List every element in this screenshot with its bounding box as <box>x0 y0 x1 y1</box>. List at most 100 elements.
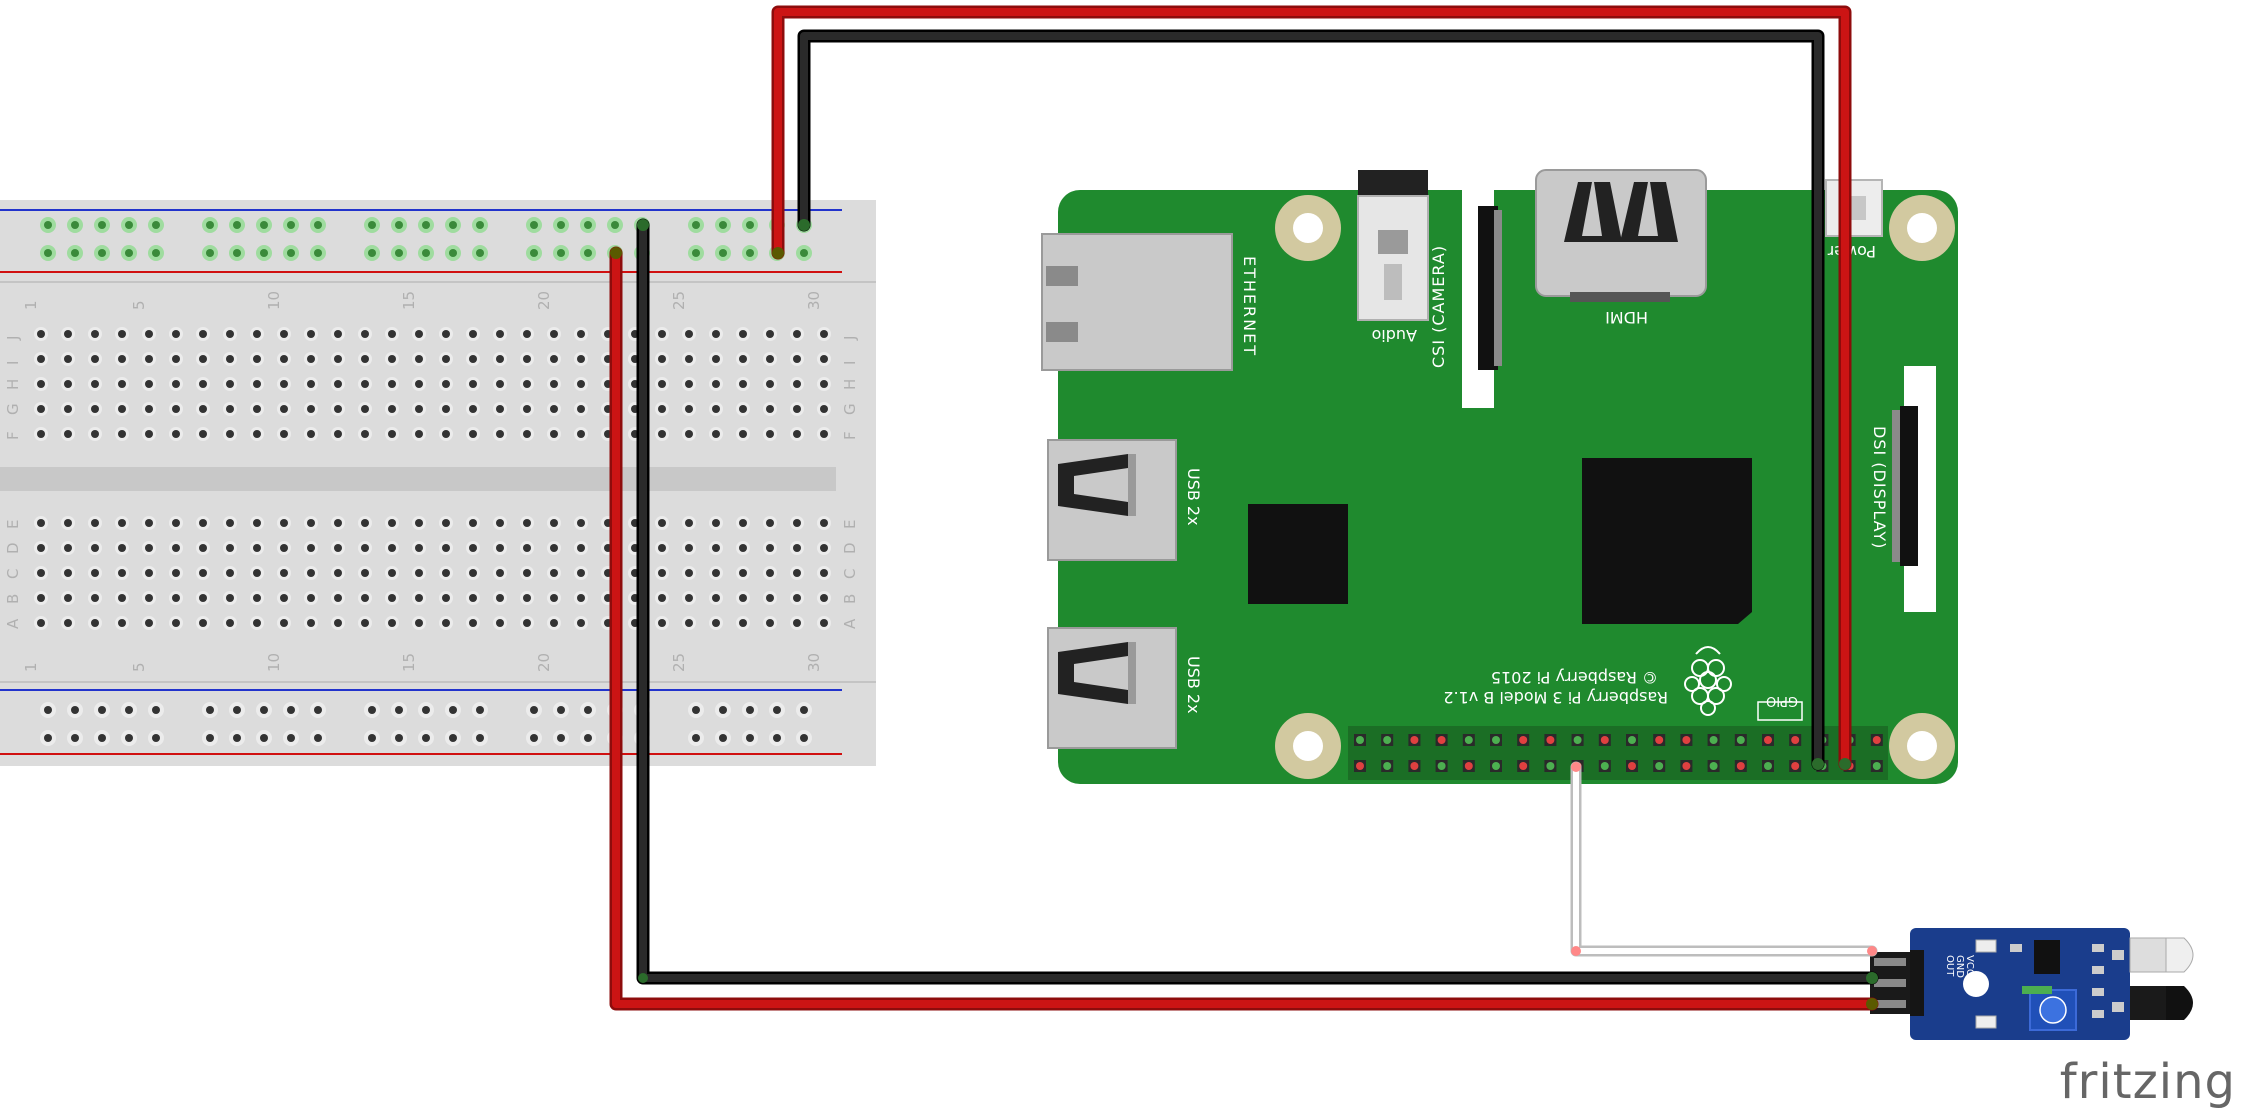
breadboard-hole <box>493 377 507 391</box>
breadboard-hole <box>385 352 399 366</box>
column-number-top: 20 <box>535 291 553 310</box>
column-number-bottom: 15 <box>400 653 418 672</box>
ir-sensor-module: OUT GND VCC <box>1870 928 2194 1040</box>
breadboard-hole <box>709 402 723 416</box>
breadboard-hole <box>34 327 48 341</box>
breadboard-hole <box>790 402 804 416</box>
breadboard-hole <box>169 516 183 530</box>
breadboard-hole <box>88 616 102 630</box>
rail-hole <box>553 730 569 746</box>
breadboard-hole <box>169 352 183 366</box>
breadboard-hole <box>169 566 183 580</box>
breadboard-hole <box>547 427 561 441</box>
breadboard-hole <box>34 566 48 580</box>
breadboard-hole <box>547 541 561 555</box>
row-letter-left: H <box>4 379 22 390</box>
breadboard-hole <box>817 402 831 416</box>
wire-gpio-to-sensor-out[interactable] <box>1570 761 1878 957</box>
breadboard-hole <box>304 616 318 630</box>
rail-hole <box>742 730 758 746</box>
gpio-header <box>1348 726 1888 780</box>
breadboard-hole <box>223 377 237 391</box>
breadboard-hole <box>223 616 237 630</box>
breadboard-hole <box>547 616 561 630</box>
rail-hole <box>391 245 407 261</box>
row-letter-right: A <box>841 618 859 629</box>
rail-hole <box>742 245 758 261</box>
breadboard-hole <box>520 616 534 630</box>
breadboard-hole <box>331 616 345 630</box>
rail-hole <box>121 217 137 233</box>
rail-hole <box>715 730 731 746</box>
rail-hole <box>526 217 542 233</box>
breadboard-hole <box>196 591 210 605</box>
column-number-top: 5 <box>130 300 148 310</box>
gpio-pin <box>1680 760 1693 772</box>
breadboard-hole <box>682 541 696 555</box>
sensor-pin-label-out: OUT <box>1944 955 1955 977</box>
rail-hole <box>67 245 83 261</box>
breadboard-hole <box>34 616 48 630</box>
breadboard-hole <box>358 327 372 341</box>
wires <box>609 5 1879 1011</box>
column-number-bottom: 1 <box>22 662 40 672</box>
breadboard-hole <box>250 616 264 630</box>
breadboard-hole <box>763 591 777 605</box>
breadboard-hole <box>682 516 696 530</box>
breadboard-hole <box>412 516 426 530</box>
rail-hole <box>391 730 407 746</box>
rail-hole <box>229 702 245 718</box>
breadboard-hole <box>304 402 318 416</box>
breadboard-hole <box>331 377 345 391</box>
breadboard-hole <box>223 327 237 341</box>
rail-hole <box>580 245 596 261</box>
breadboard-hole <box>817 352 831 366</box>
gpio-pin <box>1490 760 1502 772</box>
gpio-label: GPIO <box>1766 693 1798 708</box>
breadboard-hole <box>655 591 669 605</box>
breadboard-hole <box>439 402 453 416</box>
breadboard-hole <box>574 566 588 580</box>
breadboard-hole <box>574 516 588 530</box>
rail-hole <box>769 730 785 746</box>
column-number-top: 25 <box>670 291 688 310</box>
raspberry-logo <box>1684 646 1732 716</box>
breadboard-hole <box>520 327 534 341</box>
rail-hole <box>283 702 299 718</box>
breadboard-hole <box>439 327 453 341</box>
ir-receiver-led <box>2130 986 2193 1020</box>
breadboard-hole <box>817 541 831 555</box>
rail-hole <box>121 245 137 261</box>
breadboard-hole <box>493 616 507 630</box>
breadboard-hole <box>250 402 264 416</box>
row-letter-left: D <box>4 542 22 554</box>
breadboard-hole <box>169 402 183 416</box>
breadboard-hole <box>250 541 264 555</box>
breadboard-hole <box>34 352 48 366</box>
breadboard-hole <box>115 402 129 416</box>
rail-hole <box>391 702 407 718</box>
breadboard-hole <box>520 516 534 530</box>
breadboard-hole <box>439 591 453 605</box>
rail-hole <box>94 245 110 261</box>
breadboard-hole <box>88 352 102 366</box>
breadboard-hole <box>196 516 210 530</box>
breadboard-hole <box>331 402 345 416</box>
breadboard-hole <box>385 616 399 630</box>
breadboard-hole <box>547 402 561 416</box>
breadboard-hole <box>574 352 588 366</box>
breadboard-hole <box>169 377 183 391</box>
rail-hole <box>418 245 434 261</box>
breadboard-hole <box>466 516 480 530</box>
breadboard-hole <box>412 352 426 366</box>
breadboard-hole <box>196 352 210 366</box>
sensor-pin-label-vcc: VCC <box>1964 955 1975 976</box>
breadboard-hole <box>763 516 777 530</box>
breadboard-hole <box>763 377 777 391</box>
breadboard-hole <box>790 327 804 341</box>
breadboard-hole <box>196 541 210 555</box>
breadboard-hole <box>196 616 210 630</box>
breadboard-hole <box>115 327 129 341</box>
pi-pcb <box>1058 190 1958 784</box>
breadboard-hole <box>466 402 480 416</box>
